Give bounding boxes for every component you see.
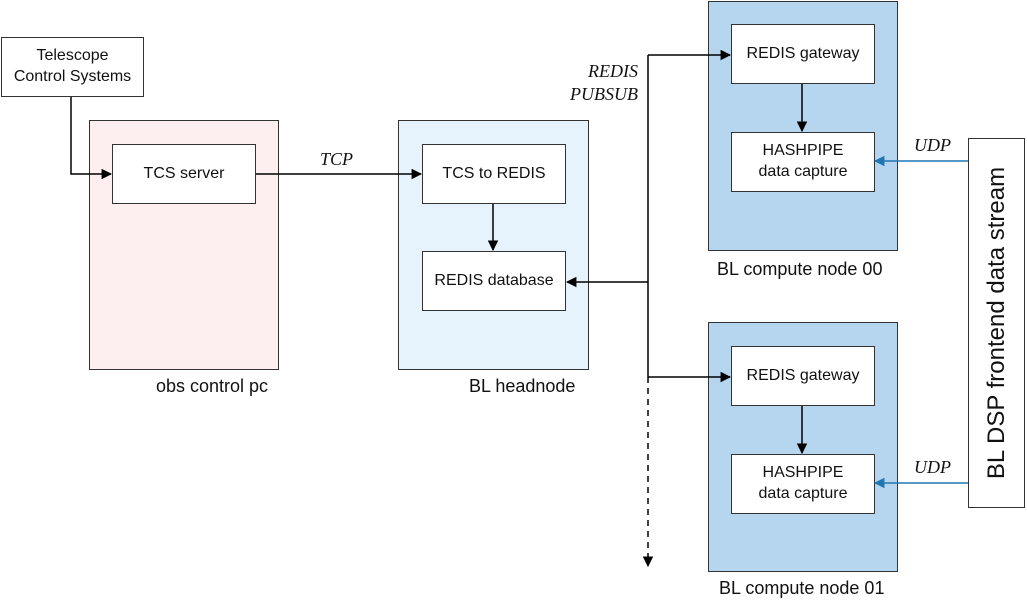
telescope-control-systems-node: Telescope Control Systems xyxy=(1,37,144,97)
udp-00-label: UDP xyxy=(914,135,951,155)
redis-gateway-01-node: REDIS gateway xyxy=(731,346,875,406)
edge-telescope-to-tcs-server xyxy=(70,96,113,180)
redis-gateway-00-node: REDIS gateway xyxy=(731,24,875,84)
compute-node-00-label: BL compute node 00 xyxy=(717,259,883,279)
bl-headnode-label: BL headnode xyxy=(469,376,576,396)
tcs-server-node: TCS server xyxy=(112,144,256,204)
redis-database-node: REDIS database xyxy=(422,251,566,311)
pubsub-label: REDIS PUBSUB xyxy=(570,61,638,105)
hashpipe-00-node: HASHPIPE data capture xyxy=(731,132,875,192)
hashpipe-01-node: HASHPIPE data capture xyxy=(731,454,875,514)
dsp-frontend-stream-node: BL DSP frontend data stream xyxy=(968,138,1025,508)
tcs-to-redis-node: TCS to REDIS xyxy=(422,144,566,204)
dsp-frontend-stream-label: BL DSP frontend data stream xyxy=(982,166,1010,480)
tcp-label: TCP xyxy=(320,149,354,169)
compute-node-01-label: BL compute node 01 xyxy=(719,578,885,598)
obs-control-pc-label: obs control pc xyxy=(156,376,269,396)
udp-01-label: UDP xyxy=(914,457,951,477)
